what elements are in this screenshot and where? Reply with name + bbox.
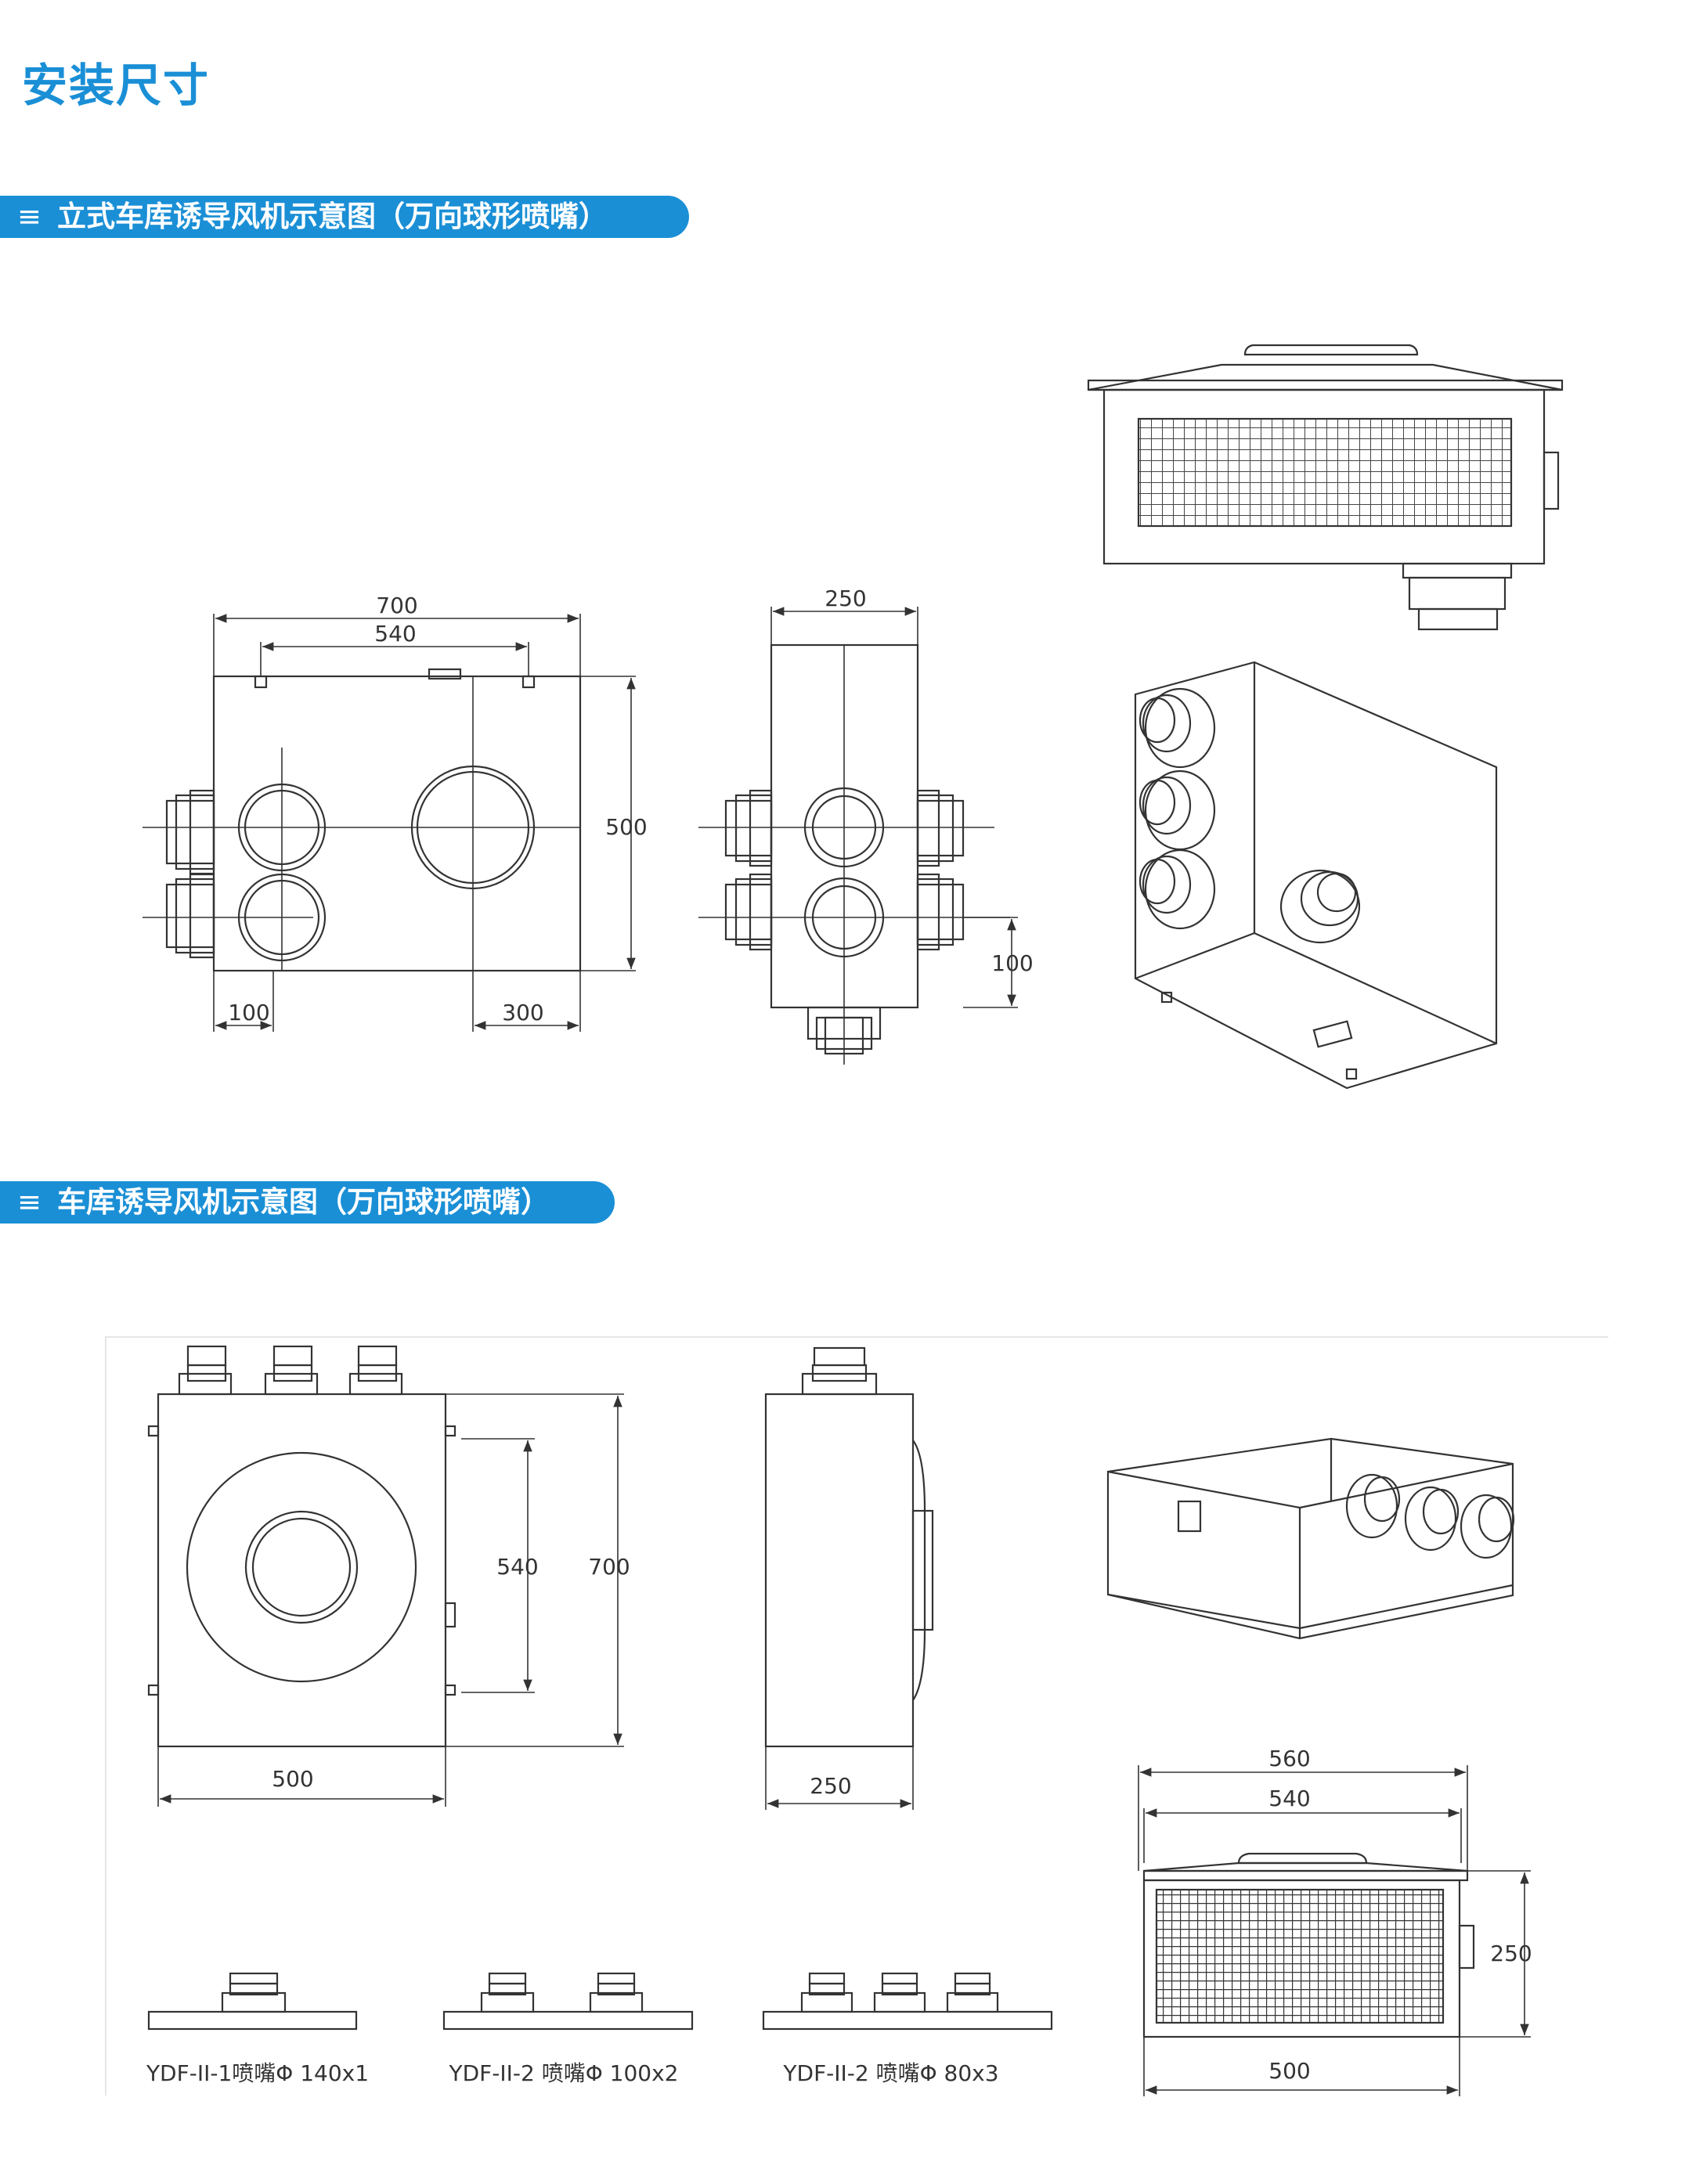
- side-view-centerlines: [698, 645, 1010, 1065]
- nozzle-side-top: [801, 1346, 878, 1396]
- nozzle-side-left-upper: [724, 789, 773, 867]
- nozzle-side-right-upper: [916, 789, 965, 867]
- nozzle-3d-1: [1138, 687, 1216, 769]
- dim-side-offset: 100: [991, 950, 1033, 976]
- menu-lines-icon: ≡: [17, 200, 42, 233]
- dim-front-right-offset: 300: [502, 1000, 543, 1025]
- page-title: 安装尺寸: [22, 59, 211, 112]
- front-view-centerlines: [143, 676, 579, 971]
- dim-front-inner: 540: [374, 621, 416, 647]
- nozzle-left-lower: [165, 873, 215, 959]
- dim-grille-height: 250: [1490, 1941, 1532, 1966]
- dim-front-height-2: 700: [588, 1554, 630, 1580]
- nozzle-3d-front: [1279, 869, 1361, 944]
- side-view-ceiling: [764, 1346, 934, 1748]
- front-view-vertical: [165, 668, 582, 972]
- variant-3-label: YDF-II-2 喷嘴Φ 80x3: [782, 2060, 998, 2086]
- front-view-ceiling: [147, 1345, 456, 1748]
- nozzle-side-right-lower: [916, 873, 965, 951]
- dim-inner-height: 540: [496, 1554, 538, 1580]
- nozzle-side-left-lower: [724, 873, 773, 951]
- variant-2-drawing: [442, 1972, 694, 2031]
- dim-front-height: 500: [605, 814, 647, 840]
- menu-lines-icon: ≡: [17, 1185, 42, 1219]
- fan-box-3d-ceiling: [1106, 1437, 1515, 1640]
- grille-view: [1142, 1852, 1475, 2038]
- diagram-panel-frame: [105, 1336, 1608, 2096]
- front-view-dimensions: [213, 614, 636, 1032]
- grille-box-3d: [1087, 344, 1564, 631]
- front-ceiling-dimensions: [157, 1393, 624, 1807]
- nozzle-3d-3: [1138, 849, 1216, 930]
- section-label: 立式车库诱导风机示意图（万向球形喷嘴）: [57, 200, 608, 233]
- dim-grille-width: 500: [1268, 2058, 1310, 2084]
- nozzle-3d-c2: [1404, 1486, 1460, 1552]
- dim-side-width: 250: [825, 586, 866, 611]
- fan-box-3d-vertical: [1134, 661, 1498, 1090]
- dim-grille-inner: 540: [1268, 1786, 1310, 1811]
- variant-1-label: YDF-II-1喷嘴Φ 140x1: [146, 2060, 369, 2086]
- side-ceiling-dimensions: [765, 1746, 914, 1810]
- nozzle-top-1: [178, 1345, 233, 1396]
- side-view-dimensions: [770, 607, 1018, 1008]
- variant-2-label: YDF-II-2 喷嘴Φ 100x2: [449, 2060, 679, 2086]
- dim-front-width-2: 500: [272, 1766, 313, 1792]
- nozzle-top-2: [264, 1345, 319, 1396]
- nozzle-3d-c3: [1460, 1494, 1515, 1559]
- dim-front-width: 700: [376, 593, 417, 618]
- nozzle-3d-c1: [1345, 1473, 1401, 1539]
- dim-side-width-2: 250: [810, 1773, 851, 1799]
- variant-1-drawing: [147, 1972, 358, 2031]
- section-label: 车库诱导风机示意图（万向球形喷嘴）: [57, 1185, 550, 1219]
- nozzle-left-upper: [165, 789, 215, 875]
- section-header-vertical-fan: ≡ 立式车库诱导风机示意图（万向球形喷嘴）: [0, 196, 689, 238]
- nozzle-top-3: [348, 1345, 403, 1396]
- dim-front-left-offset: 100: [228, 1000, 269, 1025]
- dim-grille-outer: 560: [1268, 1746, 1310, 1771]
- section-header-ceiling-fan: ≡ 车库诱导风机示意图（万向球形喷嘴）: [0, 1181, 615, 1224]
- nozzle-3d-2: [1138, 769, 1216, 851]
- grille-dimensions: [1138, 1765, 1531, 2096]
- variant-3-drawing: [762, 1972, 1053, 2031]
